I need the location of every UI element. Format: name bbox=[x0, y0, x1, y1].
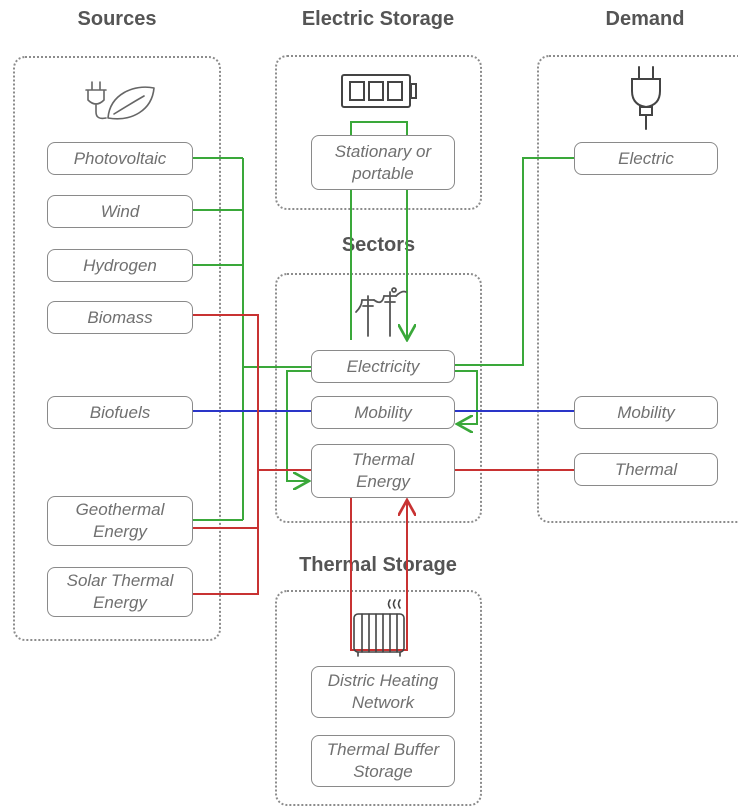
source-photovoltaic-label: Photovoltaic bbox=[73, 148, 167, 168]
electric-plug-icon bbox=[631, 66, 661, 130]
sources-group bbox=[13, 56, 221, 641]
source-geothermal-label-line1: Geothermal bbox=[75, 500, 165, 519]
plug-leaf-icon bbox=[85, 81, 155, 120]
source-biofuels: Biofuels bbox=[47, 396, 193, 429]
solar-thermal-connector bbox=[193, 528, 259, 595]
sectors-heading: Sectors bbox=[341, 234, 416, 256]
storage-loop-top bbox=[350, 121, 408, 135]
source-solar-thermal: Solar Thermal Energy bbox=[47, 567, 193, 617]
source-wind-label: Wind bbox=[100, 201, 140, 221]
district-heating-network: Distric Heating Network bbox=[311, 666, 455, 718]
source-geothermal: Geothermal Energy bbox=[47, 496, 193, 546]
source-wind: Wind bbox=[47, 195, 193, 228]
storage-stationary-label-line1: Stationary or bbox=[334, 141, 432, 161]
sector-thermal-energy: Thermal Energy bbox=[311, 444, 455, 498]
electricity-to-thermal bbox=[286, 370, 311, 481]
sources-heading: Sources bbox=[77, 8, 157, 30]
sector-thermal-label-line1: Thermal bbox=[351, 450, 415, 469]
sector-mobility: Mobility bbox=[311, 396, 455, 429]
sector-electricity: Electricity bbox=[311, 350, 455, 383]
storage-stationary-portable: Stationary or portable bbox=[311, 135, 455, 190]
power-pole-icon bbox=[355, 287, 407, 337]
district-heating-label-line2: Network bbox=[351, 693, 415, 712]
source-biofuels-label: Biofuels bbox=[89, 402, 151, 422]
sector-electricity-label: Electricity bbox=[346, 356, 420, 376]
sector-thermal-label-line2: Energy bbox=[356, 472, 410, 491]
source-hydrogen-label: Hydrogen bbox=[83, 255, 157, 275]
source-photovoltaic: Photovoltaic bbox=[47, 142, 193, 175]
thermal-buffer-label-line1: Thermal Buffer bbox=[326, 740, 440, 759]
source-solar-thermal-label-line2: Energy bbox=[93, 593, 147, 612]
thermal-storage-loop bbox=[350, 498, 407, 651]
sectors-group bbox=[275, 273, 482, 523]
radiator-icon bbox=[353, 599, 405, 657]
demand-mobility: Mobility bbox=[574, 396, 718, 429]
district-heating-label-line1: Distric Heating bbox=[327, 671, 439, 690]
sector-mobility-label: Mobility bbox=[354, 402, 412, 422]
demand-thermal: Thermal bbox=[574, 453, 718, 486]
storage-stationary-label-line2: portable bbox=[352, 163, 414, 183]
electricity-to-electric-demand bbox=[455, 157, 574, 366]
thermal-storage-heading: Thermal Storage bbox=[299, 554, 457, 576]
source-geothermal-label-line2: Energy bbox=[93, 522, 147, 541]
demand-group bbox=[537, 55, 738, 523]
source-solar-thermal-label-line1: Solar Thermal bbox=[66, 571, 174, 590]
demand-thermal-label: Thermal bbox=[614, 459, 678, 479]
battery-icon bbox=[341, 74, 417, 108]
electricity-to-mobility bbox=[455, 370, 478, 424]
biomass-connector bbox=[193, 314, 311, 471]
electric-storage-heading: Electric Storage bbox=[301, 8, 455, 30]
thermal-buffer-storage: Thermal Buffer Storage bbox=[311, 735, 455, 787]
demand-mobility-label: Mobility bbox=[617, 402, 675, 422]
source-biomass-label: Biomass bbox=[87, 307, 153, 327]
electric-storage-group bbox=[275, 55, 482, 210]
demand-electric-label: Electric bbox=[618, 148, 674, 168]
source-hydrogen: Hydrogen bbox=[47, 249, 193, 282]
thermal-buffer-label-line2: Storage bbox=[353, 762, 413, 781]
demand-heading: Demand bbox=[605, 8, 685, 30]
source-biomass: Biomass bbox=[47, 301, 193, 334]
demand-electric: Electric bbox=[574, 142, 718, 175]
